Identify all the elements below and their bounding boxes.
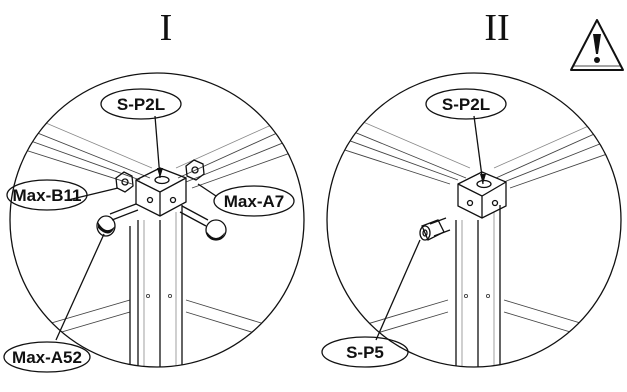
step-1-numeral: I (160, 7, 173, 49)
step-1-bolt-right (179, 205, 227, 241)
step-1-frame-detail (10, 111, 304, 367)
step-1-callout-left: Max-B11 (6, 179, 88, 211)
svg-text:S-P2L: S-P2L (442, 95, 490, 114)
step-1-leader-right (197, 183, 217, 197)
step-1-panel: I (3, 7, 305, 373)
svg-text:Max-B11: Max-B11 (13, 186, 82, 205)
svg-text:S-P5: S-P5 (346, 343, 384, 362)
step-1-callout-right: Max-A7 (213, 185, 295, 217)
step-1-detail-circle (9, 72, 305, 368)
step-1-leader-left (67, 187, 119, 201)
step-1-callout-top: S-P2L (100, 88, 182, 120)
step-1-leader-bottom (55, 233, 105, 341)
step-2-numeral: II (484, 7, 509, 49)
step-2-callout-top: S-P2L (425, 88, 507, 120)
svg-text:Max-A7: Max-A7 (224, 192, 284, 211)
warning-triangle-icon (570, 19, 624, 71)
step-2-frame-detail (327, 111, 621, 367)
step-1-nut-right (185, 159, 205, 181)
svg-text:S-P2L: S-P2L (117, 95, 165, 114)
step-2-leader-bottom (375, 239, 421, 341)
step-1-bolt-left (96, 203, 139, 237)
step-2-panel: II S (321, 7, 622, 368)
step-2-detail-circle (326, 72, 622, 368)
step-1-callout-bottom: Max-A52 (3, 341, 91, 373)
svg-text:Max-A52: Max-A52 (12, 348, 82, 367)
step-2-spacer (419, 217, 451, 241)
step-1-leader-top (154, 115, 161, 179)
step-2-callout-bottom: S-P5 (321, 336, 409, 368)
step-2-leader-top (473, 115, 484, 185)
